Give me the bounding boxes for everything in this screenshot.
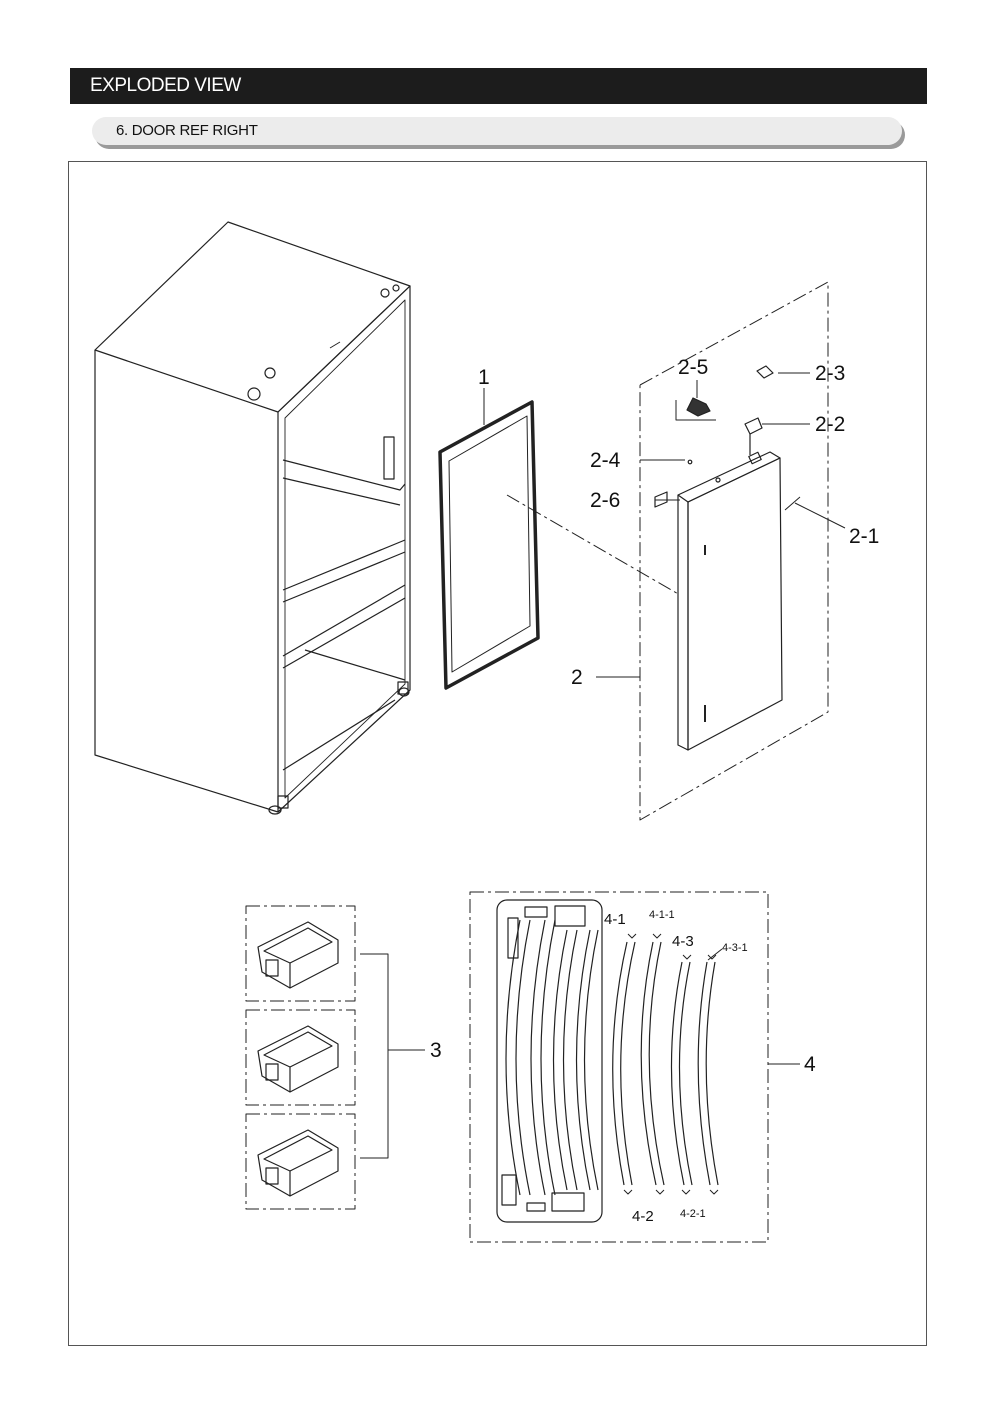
callout-4-1-1: 4-1-1: [649, 909, 675, 921]
door-guard-set: [469, 891, 800, 1243]
callout-4-2-1: 4-2-1: [680, 1208, 706, 1220]
callout-4-3: 4-3: [672, 933, 694, 950]
callout-2-3: 2-3: [815, 362, 845, 385]
door-bin: [257, 921, 339, 989]
refrigerator-cabinet: [94, 221, 411, 815]
section-title: 6. DOOR REF RIGHT: [92, 117, 902, 145]
callout-2: 2: [571, 666, 583, 689]
diagram-frame: [68, 161, 927, 1346]
callout-2-1: 2-1: [849, 525, 879, 548]
door-assembly: [639, 281, 829, 821]
callout-2-4: 2-4: [590, 449, 621, 472]
door-bins-group: [245, 905, 425, 1210]
leader-lines: [483, 372, 846, 678]
door-bin: [257, 1025, 339, 1093]
door-bin: [257, 1129, 339, 1197]
callout-3: 3: [430, 1039, 442, 1062]
page-header: EXPLODED VIEW: [70, 68, 927, 104]
callout-4-3-1: 4-3-1: [722, 942, 748, 954]
callout-2-2: 2-2: [815, 413, 845, 436]
callout-2-5: 2-5: [678, 356, 708, 379]
callout-2-6: 2-6: [590, 489, 620, 512]
callout-4: 4: [804, 1053, 816, 1076]
callout-4-2: 4-2: [632, 1208, 654, 1225]
door-gasket: [438, 400, 540, 690]
callout-1: 1: [478, 366, 490, 389]
callout-4-1: 4-1: [604, 911, 626, 928]
